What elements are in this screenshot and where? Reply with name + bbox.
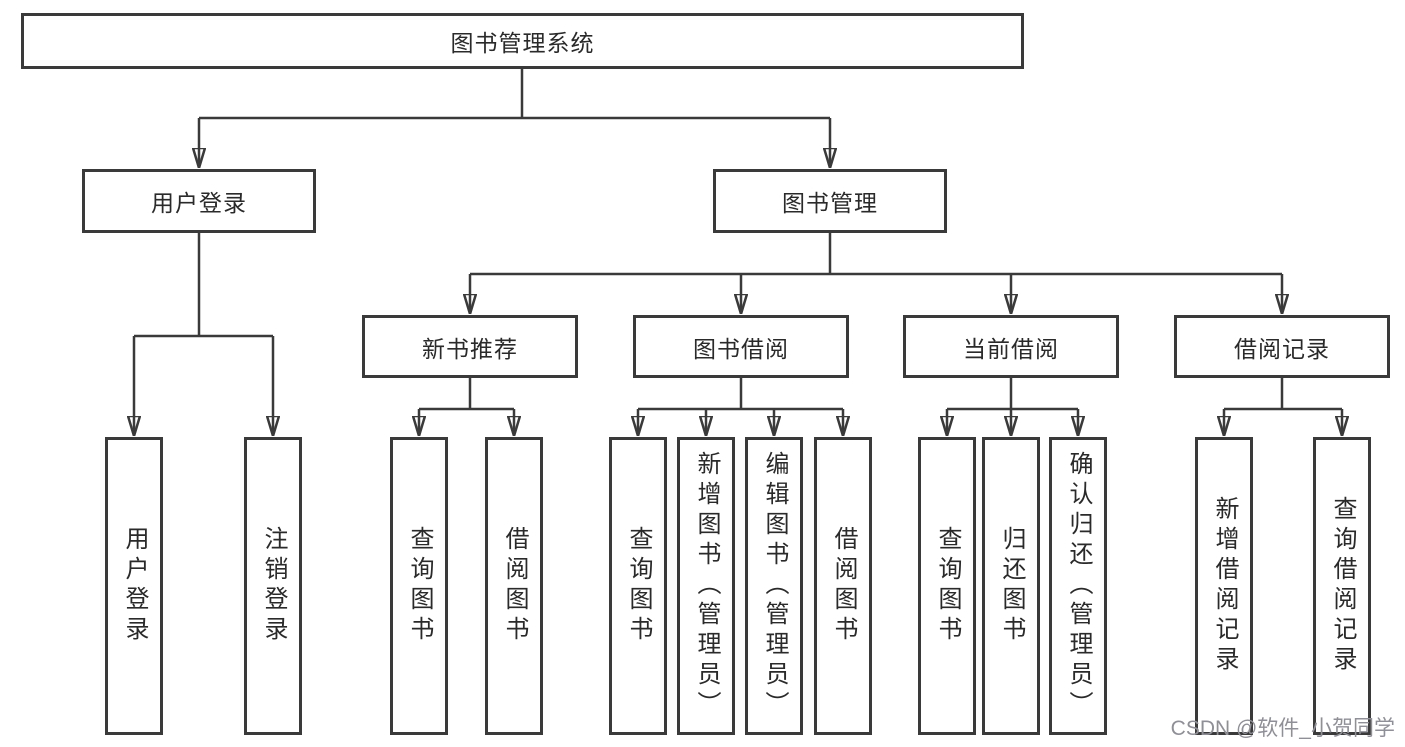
leaf-new-books-borrow: 借阅图书 xyxy=(485,437,543,735)
connector-book-borrow-to-leaves xyxy=(638,378,843,435)
leaf-label: 查询借阅记录 xyxy=(1329,496,1356,676)
leaf-label: 确认归还（管理员） xyxy=(1065,451,1092,721)
connector-borrow-records-to-leaves xyxy=(1224,378,1342,435)
node-current-borrow: 当前借阅 xyxy=(903,315,1119,378)
node-book-borrow: 图书借阅 xyxy=(633,315,849,378)
leaf-borrow-borrow: 借阅图书 xyxy=(814,437,872,735)
leaf-records-query: 查询借阅记录 xyxy=(1313,437,1371,735)
leaf-label: 注销登录 xyxy=(260,526,287,646)
leaf-label: 借阅图书 xyxy=(501,526,528,646)
leaf-label: 借阅图书 xyxy=(830,526,857,646)
leaf-borrow-edit-admin: 编辑图书（管理员） xyxy=(745,437,803,735)
leaf-label: 新增借阅记录 xyxy=(1211,496,1238,676)
node-borrow-records: 借阅记录 xyxy=(1174,315,1390,378)
leaf-label: 查询图书 xyxy=(625,526,652,646)
leaf-logout: 注销登录 xyxy=(244,437,302,735)
connector-root-to-level2 xyxy=(199,69,830,167)
leaf-label: 查询图书 xyxy=(934,526,961,646)
leaf-borrow-add-admin: 新增图书（管理员） xyxy=(677,437,735,735)
leaf-label: 查询图书 xyxy=(406,526,433,646)
connector-current-borrow-to-leaves xyxy=(947,378,1078,435)
connector-user-login-to-leaves xyxy=(134,233,273,435)
node-root-system: 图书管理系统 xyxy=(21,13,1024,69)
leaf-current-return: 归还图书 xyxy=(982,437,1040,735)
node-book-management: 图书管理 xyxy=(713,169,947,233)
node-new-books: 新书推荐 xyxy=(362,315,578,378)
connector-book-management-to-level3 xyxy=(470,233,1282,313)
leaf-label: 编辑图书（管理员） xyxy=(761,451,788,721)
connector-new-books-to-leaves xyxy=(419,378,514,435)
node-user-login: 用户登录 xyxy=(82,169,316,233)
leaf-current-confirm-admin: 确认归还（管理员） xyxy=(1049,437,1107,735)
leaf-new-books-query: 查询图书 xyxy=(390,437,448,735)
leaf-borrow-query: 查询图书 xyxy=(609,437,667,735)
leaf-label: 用户登录 xyxy=(121,526,148,646)
leaf-label: 新增图书（管理员） xyxy=(693,451,720,721)
leaf-current-query: 查询图书 xyxy=(918,437,976,735)
leaf-records-add: 新增借阅记录 xyxy=(1195,437,1253,735)
leaf-label: 归还图书 xyxy=(998,526,1025,646)
leaf-user-login: 用户登录 xyxy=(105,437,163,735)
csdn-watermark: CSDN @软件_小贺同学 xyxy=(1170,717,1395,740)
